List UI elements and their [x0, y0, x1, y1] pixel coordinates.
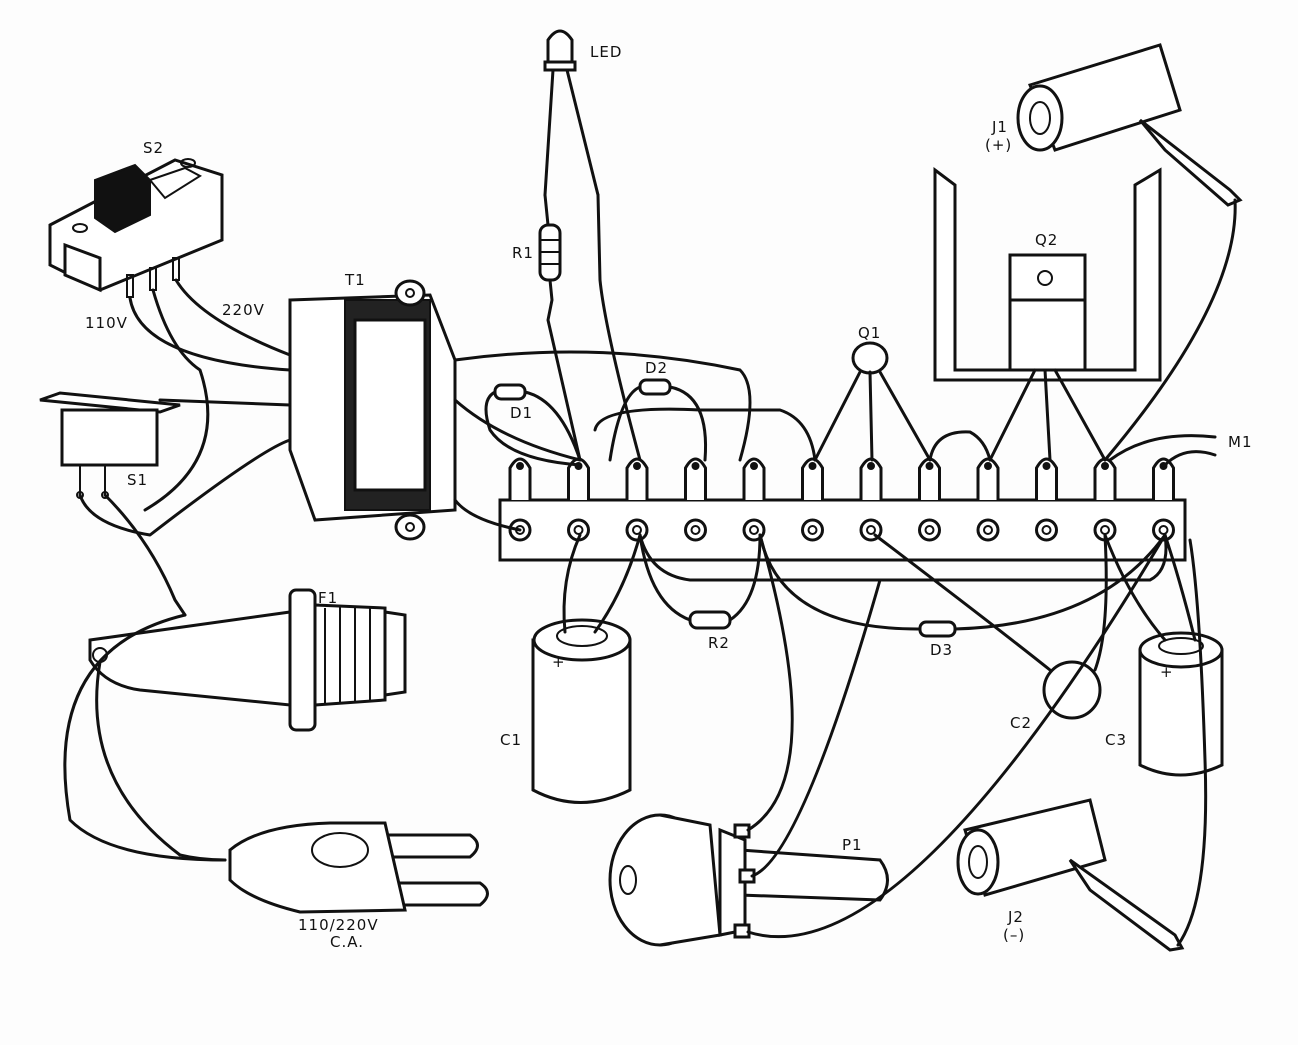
terminal-screw-center: [1158, 525, 1169, 535]
lug-hole: [1042, 462, 1051, 470]
terminal-screw-center: [690, 525, 701, 535]
resistor-r1: [538, 193, 582, 462]
capacitor-c1: +: [531, 533, 642, 804]
terminal-lug: [625, 457, 649, 500]
capacitor-c2: [873, 533, 1108, 720]
fuse-f1: [88, 588, 407, 732]
terminal-strip: [498, 457, 1187, 562]
lug-hole: [925, 462, 934, 470]
transistor-q2-heatsink: [933, 167, 1162, 462]
binding-post-j2: [956, 538, 1208, 952]
lug-hole: [516, 462, 524, 470]
transistor-q1: [813, 341, 932, 462]
terminal-screw-hole: [625, 518, 649, 542]
lug-hole: [984, 462, 992, 470]
label-d3: D3: [930, 641, 953, 659]
terminal-lug: [1035, 457, 1058, 500]
mains-wires: [63, 278, 1168, 862]
diode-d1: [484, 383, 582, 467]
lug-hole: [750, 462, 758, 470]
terminal-screw-center: [983, 525, 993, 535]
mains-plug: [178, 821, 489, 914]
c3-polarity: +: [1160, 663, 1174, 681]
label-j1-polarity: (+): [985, 136, 1012, 154]
label-m1: M1: [1228, 433, 1253, 451]
label-j1: J1: [991, 118, 1008, 136]
label-plug-ca: C.A.: [330, 933, 364, 951]
switch-s2: [48, 158, 224, 298]
label-q1: Q1: [858, 324, 881, 342]
terminal-screw-hole: [801, 518, 824, 542]
terminal-lug: [508, 457, 532, 500]
label-220v: 220V: [222, 301, 265, 319]
diode-d2: [608, 378, 708, 462]
label-j2: J2: [1007, 908, 1024, 926]
label-c2: C2: [1010, 714, 1032, 732]
label-led: LED: [590, 43, 622, 61]
label-plug-voltage: 110/220V: [298, 916, 379, 934]
c1-polarity: +: [552, 653, 566, 671]
terminal-screw-center: [1041, 525, 1052, 535]
label-d1: D1: [510, 404, 533, 422]
terminal-screw-hole: [684, 518, 707, 542]
led-wire: [596, 193, 642, 462]
terminal-screw-center: [866, 525, 876, 535]
terminal-lug: [1152, 457, 1175, 500]
label-p1: P1: [842, 836, 863, 854]
label-d2: D2: [645, 359, 668, 377]
label-s1: S1: [127, 471, 148, 489]
terminal-screw-center: [807, 525, 818, 535]
potentiometer-p1: [608, 533, 1167, 947]
label-j2-polarity: (–): [1003, 926, 1025, 944]
terminal-screw-center: [632, 525, 642, 535]
binding-post-j1: [1016, 43, 1243, 462]
terminal-screw-hole: [1035, 518, 1058, 542]
terminal-screw-center: [749, 525, 759, 535]
terminal-lug: [801, 457, 824, 500]
label-r1: R1: [512, 244, 534, 262]
lug-hole: [1101, 462, 1109, 470]
label-t1: T1: [344, 271, 366, 289]
terminal-screw-hole: [976, 518, 1000, 542]
label-c1: C1: [500, 731, 522, 749]
label-f1: F1: [318, 589, 338, 607]
lug-hole: [633, 462, 641, 470]
transformer-t1: [288, 279, 457, 541]
label-c3: C3: [1105, 731, 1127, 749]
terminal-lug: [742, 457, 766, 500]
label-s2: S2: [143, 139, 164, 157]
switch-s1: [39, 391, 181, 499]
m1-lead-1: [1108, 434, 1217, 462]
terminal-screw-hole: [918, 518, 941, 542]
terminal-screw-center: [573, 525, 584, 535]
label-110v: 110V: [85, 314, 128, 332]
terminal-lug: [976, 457, 1000, 500]
resistor-r2: [638, 533, 762, 630]
label-r2: R2: [708, 634, 730, 652]
lug-hole: [867, 462, 875, 470]
label-q2: Q2: [1035, 231, 1058, 249]
terminal-screw-center: [924, 525, 935, 535]
lug-hole: [691, 462, 700, 470]
lug-hole: [808, 462, 817, 470]
led: [543, 29, 600, 197]
terminal-lug: [684, 457, 707, 500]
m1-lead-2: [1163, 450, 1217, 467]
